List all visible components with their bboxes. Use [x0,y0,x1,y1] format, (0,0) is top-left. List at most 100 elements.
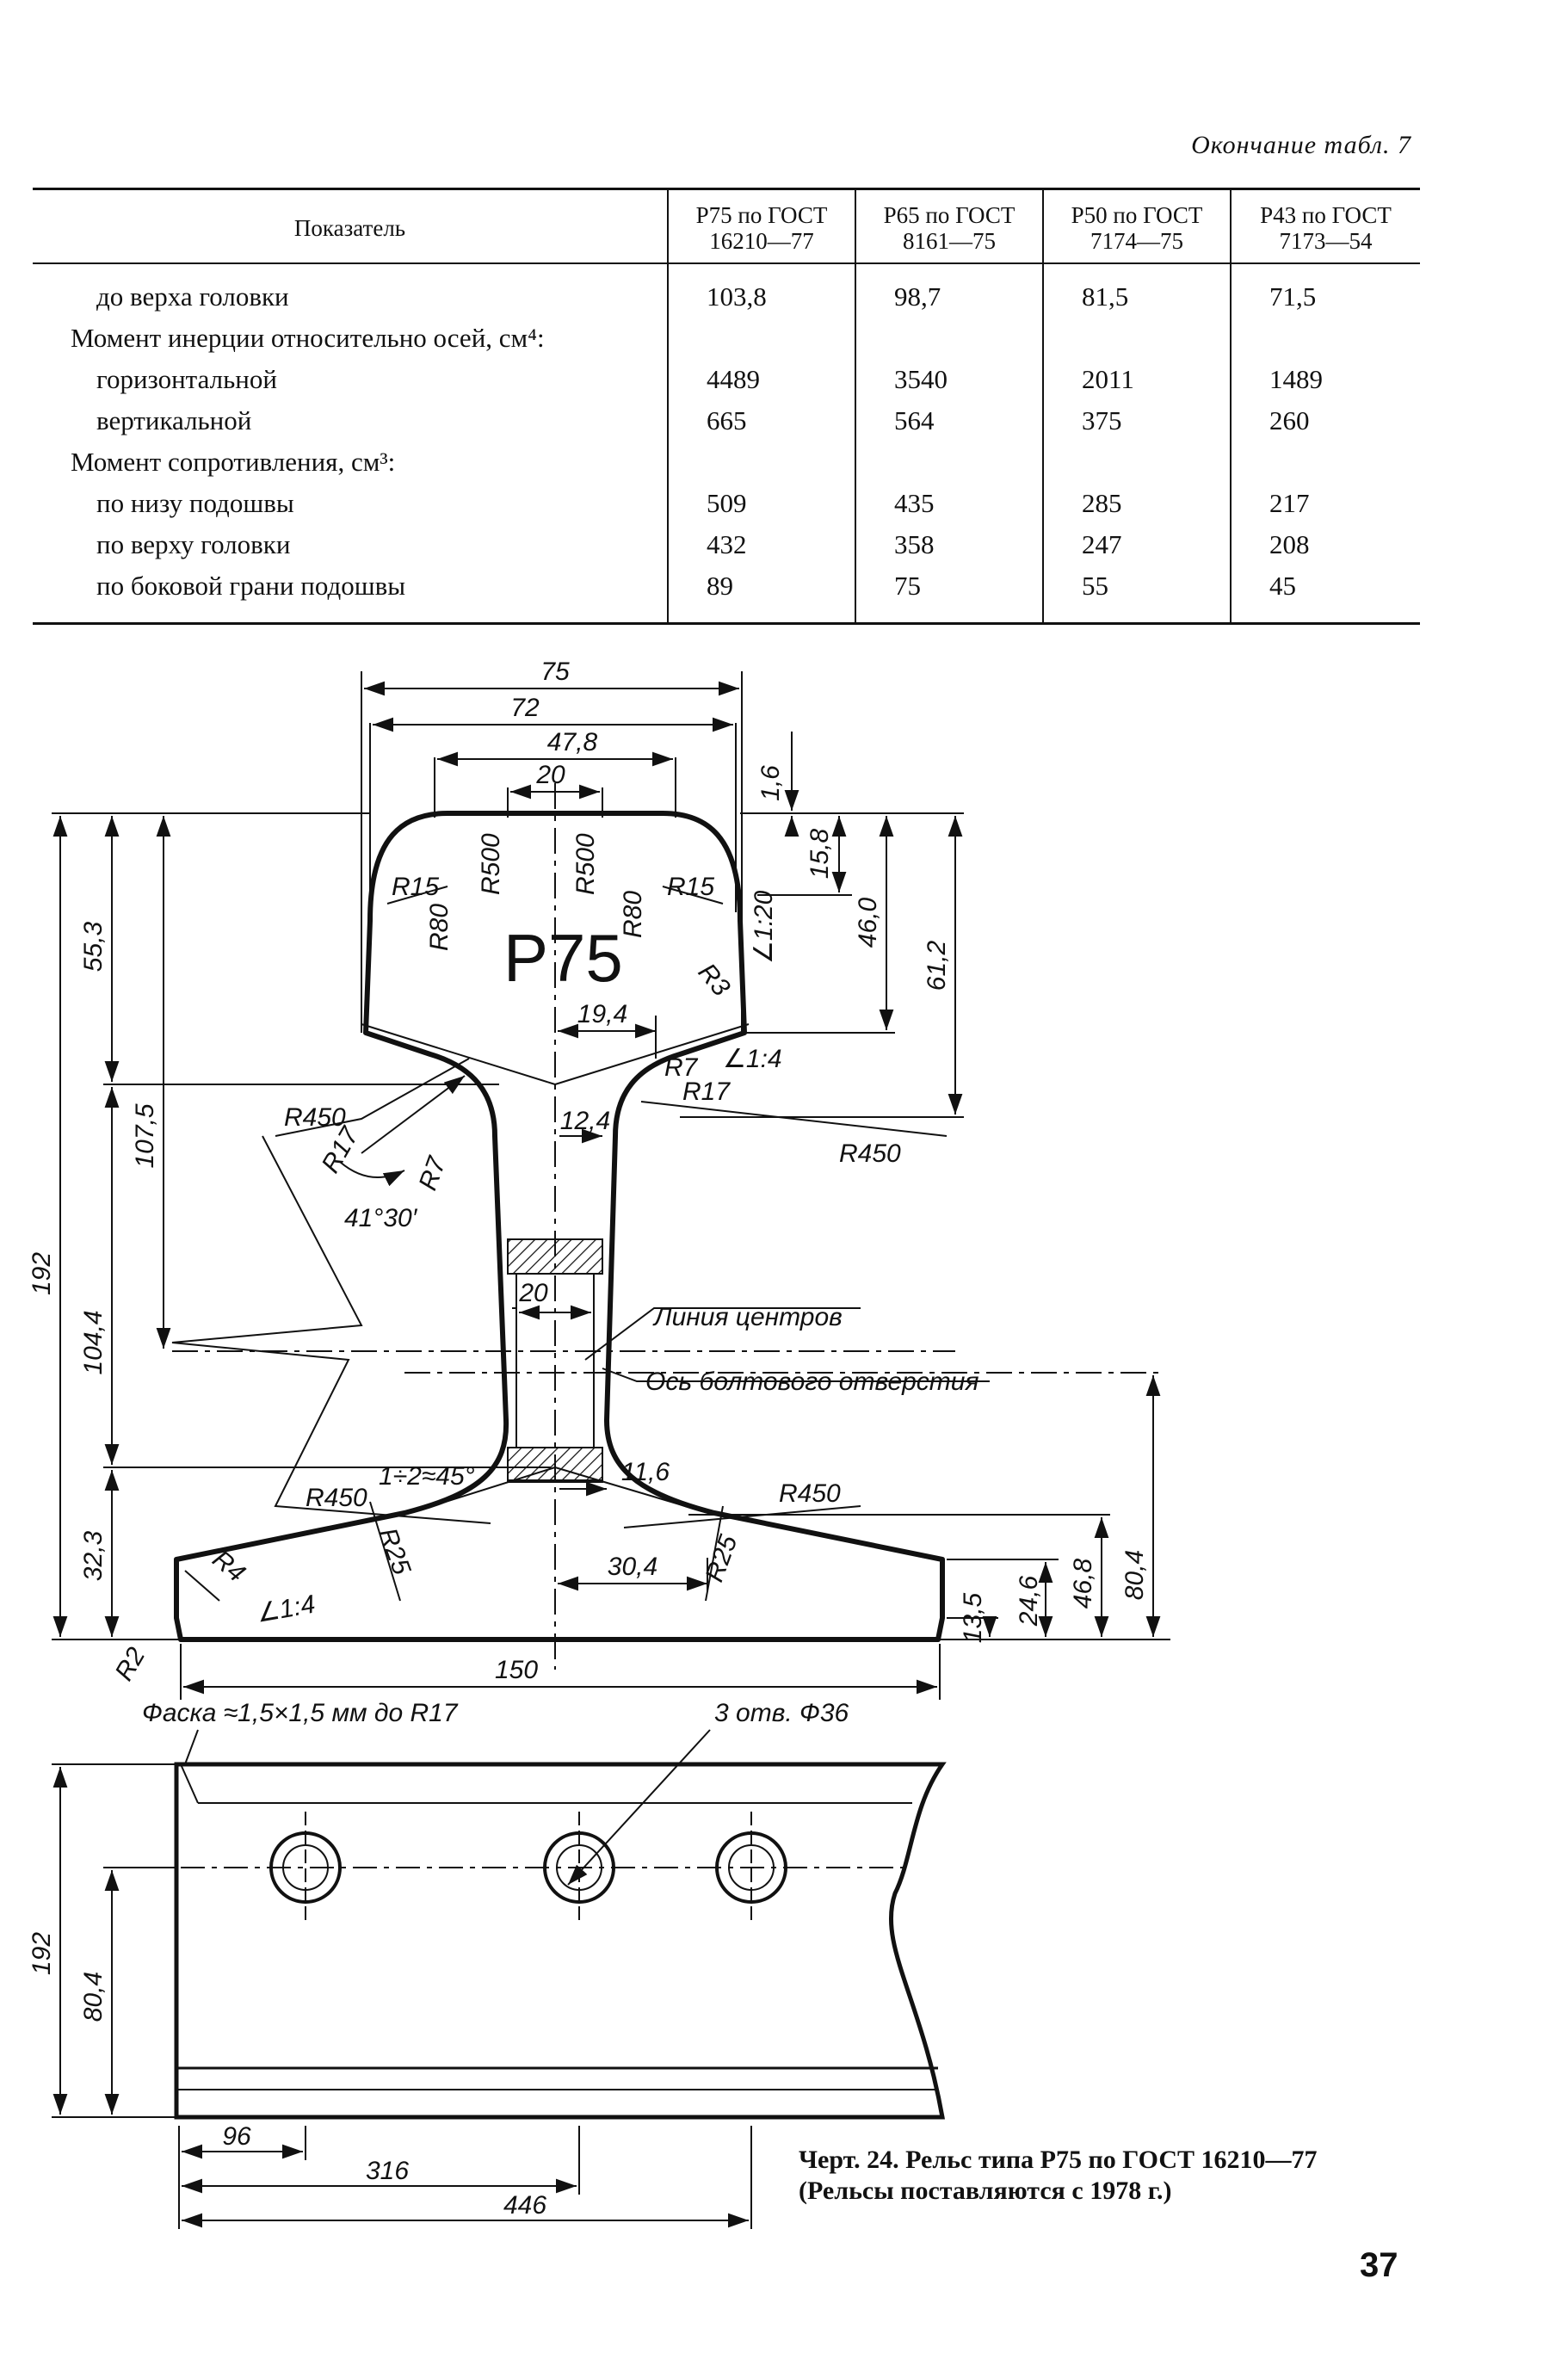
dim-46-0: 46,0 [854,897,882,948]
side-view-outline [174,1762,947,2120]
bolt-hole [715,1812,787,1923]
cell-value [1042,318,1231,359]
chamfer-angle: 1÷2≈45° [379,1462,475,1491]
table-continuation-note: Окончание табл. 7 [1191,131,1411,159]
table-row: по верху головки 432 358 247 208 [33,524,1420,565]
dim-24-6: 24,6 [1015,1575,1043,1627]
dim-446: 446 [503,2191,546,2220]
cell-value: 564 [855,400,1043,442]
cell-value: 3540 [855,359,1043,400]
side-height-80-4: 80,4 [79,1972,108,2022]
row-label: по низу подошвы [96,488,294,518]
dim-46-8: 46,8 [1069,1558,1097,1609]
table-row: горизонтальной 4489 3540 2011 1489 [33,359,1420,400]
cell-value [667,442,855,483]
rail-properties-table: Показатель Р75 по ГОСТ 16210—77 Р65 по Г… [33,188,1420,625]
caption-line-2: (Рельсы поставляются с 1978 г.) [799,2177,1172,2205]
dim-12-4: 12,4 [560,1107,610,1135]
cell-value [1042,442,1231,483]
dim-75: 75 [540,658,570,686]
radius-r15-left: R15 [392,873,439,901]
cell-value: 71,5 [1230,263,1420,318]
row-label: Момент сопротивления, см³: [71,447,396,477]
cell-value: 260 [1230,400,1420,442]
rail-outline [174,811,945,1642]
figure-caption: Черт. 24. Рельс типа Р75 по ГОСТ 16210—7… [799,2145,1318,2207]
dim-1-6: 1,6 [756,765,785,801]
dim-15-8: 15,8 [806,828,834,879]
cell-value: 665 [667,400,855,442]
bolt-hole [269,1812,342,1923]
row-label: Момент инерции относительно осей, см⁴: [71,323,545,353]
dim-80-4: 80,4 [1120,1550,1149,1600]
cell-value: 98,7 [855,263,1043,318]
slope-1-20: ∠1:20 [750,890,778,964]
dim-11-6: 11,6 [621,1458,670,1486]
cell-value: 103,8 [667,263,855,318]
note-bolt-hole-axis: Ось болтового отверстия [645,1368,979,1396]
column-header: Показатель [33,188,668,264]
cell-value: 1489 [1230,359,1420,400]
cell-value: 45 [1230,565,1420,625]
radius-r450-base-left: R450 [306,1484,367,1512]
column-header: Р50 по ГОСТ 7174—75 [1042,188,1231,264]
note-holes: 3 отв. Ф36 [714,1699,849,1727]
dim-32-3: 32,3 [79,1530,108,1581]
cell-value: 208 [1230,524,1420,565]
dim-20-web: 20 [518,1279,548,1307]
dimension-lines [52,671,1170,1700]
side-view-labels: 192 80,4 [28,1932,108,2022]
dim-61-2: 61,2 [923,940,951,991]
table-row: до верха головки 103,8 98,7 81,5 71,5 [33,263,1420,318]
cell-value: 285 [1042,483,1231,524]
cell-value: 247 [1042,524,1231,565]
slope-1-4-base: ∠1:4 [254,1590,317,1627]
radius-r2: R2 [109,1643,151,1686]
radius-r25-right: R25 [701,1531,744,1585]
rail-side-view [52,1729,947,2134]
caption-line-1: Черт. 24. Рельс типа Р75 по ГОСТ 16210—7… [799,2146,1318,2174]
row-label: по верху головки [96,529,291,559]
cell-value: 4489 [667,359,855,400]
radius-r15-right: R15 [667,873,714,901]
column-header: Р75 по ГОСТ 16210—77 [667,188,855,264]
side-view-dimensions: 96 316 446 [178,2126,752,2229]
cell-value [855,318,1043,359]
cell-value: 432 [667,524,855,565]
side-height-192: 192 [28,1932,56,1975]
dim-47-8: 47,8 [547,728,598,756]
dimension-labels: 75 72 47,8 20 1,6 15,8 46,0 61,2 55,3 10… [28,658,1149,1727]
radius-r25-left: R25 [373,1524,416,1578]
note-chamfer: Фаска ≈1,5×1,5 мм до R17 [142,1699,459,1727]
dim-55-3: 55,3 [79,921,108,972]
dim-30-4: 30,4 [608,1553,657,1581]
table-row: по низу подошвы 509 435 285 217 [33,483,1420,524]
cell-value: 75 [855,565,1043,625]
cell-value: 435 [855,483,1043,524]
row-label: вертикальной [96,405,252,435]
column-header: Р65 по ГОСТ 8161—75 [855,188,1043,264]
table-row: вертикальной 665 564 375 260 [33,400,1420,442]
cell-value [667,318,855,359]
dim-192: 192 [28,1252,56,1295]
cell-value: 81,5 [1042,263,1231,318]
radius-r450-head-left: R450 [284,1103,346,1132]
column-header: Р43 по ГОСТ 7173—54 [1230,188,1420,264]
radius-r500-right: R500 [571,833,600,895]
cell-value: 358 [855,524,1043,565]
cell-value [855,442,1043,483]
dim-20-head: 20 [535,761,565,789]
cell-value: 2011 [1042,359,1231,400]
dim-72: 72 [510,694,540,722]
cell-value [1230,318,1420,359]
radius-r80-left: R80 [425,904,454,951]
radius-r80-right: R80 [619,891,647,938]
page-number: 37 [1360,2246,1398,2284]
cell-value: 89 [667,565,855,625]
cell-value: 55 [1042,565,1231,625]
profile-label: Р75 [503,920,623,996]
radius-r450-head-right: R450 [839,1139,901,1168]
table-row: Момент сопротивления, см³: [33,442,1420,483]
radius-r7-right: R7 [664,1053,699,1082]
radius-r450-base-right: R450 [779,1479,841,1508]
